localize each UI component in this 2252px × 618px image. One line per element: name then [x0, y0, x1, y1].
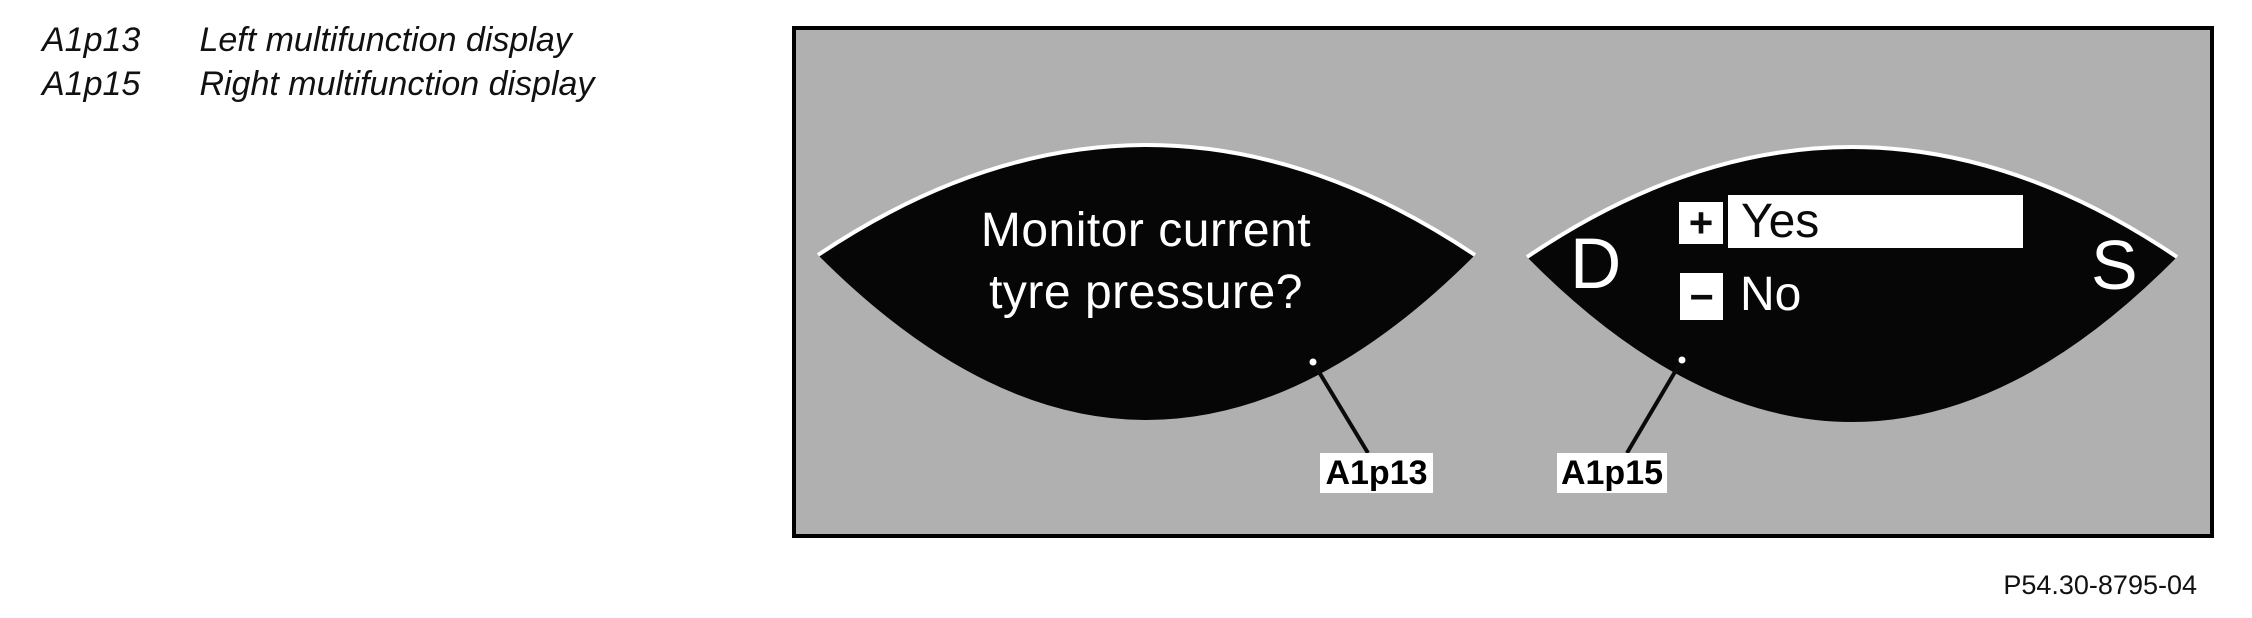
- leader-dot-a1p15: [1678, 356, 1686, 364]
- right-display-highlight: [1525, 145, 2179, 259]
- figure-panel: Monitor current tyre pressure? D S + Yes…: [792, 26, 2214, 538]
- leader-dot-a1p13: [1309, 358, 1317, 366]
- legend-desc-a1p15: Right multifunction display: [199, 65, 595, 103]
- leader-line-a1p15: [1625, 358, 1684, 455]
- left-display-message: Monitor current tyre pressure?: [926, 200, 1366, 324]
- letter-d: D: [1570, 225, 1622, 304]
- callout-a1p13: A1p13: [1320, 453, 1433, 493]
- legend-code-a1p15: A1p15: [42, 65, 141, 103]
- legend-row: A1p13 Left multifunction display: [42, 18, 594, 62]
- leader-line-a1p13: [1311, 360, 1370, 455]
- legend-row: A1p15 Right multifunction display: [42, 62, 594, 106]
- no-option: No: [1740, 268, 1802, 321]
- message-line-2: tyre pressure?: [989, 266, 1303, 319]
- letter-s: S: [2091, 226, 2138, 304]
- plus-key-icon: +: [1679, 199, 1723, 246]
- legend-code-a1p13: A1p13: [42, 21, 141, 59]
- callout-a1p15: A1p15: [1557, 453, 1667, 493]
- left-display-highlight: [816, 143, 1477, 257]
- yes-option-highlight: Yes: [1728, 195, 2023, 248]
- right-display-shape: [1527, 147, 2177, 422]
- legend: A1p13 Left multifunction display A1p15 R…: [42, 18, 594, 106]
- part-number: P54.30-8795-04: [2003, 570, 2197, 600]
- yes-option: Yes: [1741, 195, 1820, 248]
- message-line-1: Monitor current: [980, 204, 1312, 257]
- legend-desc-a1p13: Left multifunction display: [199, 21, 572, 59]
- minus-key-icon: −: [1680, 273, 1723, 320]
- left-display-shape: [818, 145, 1475, 420]
